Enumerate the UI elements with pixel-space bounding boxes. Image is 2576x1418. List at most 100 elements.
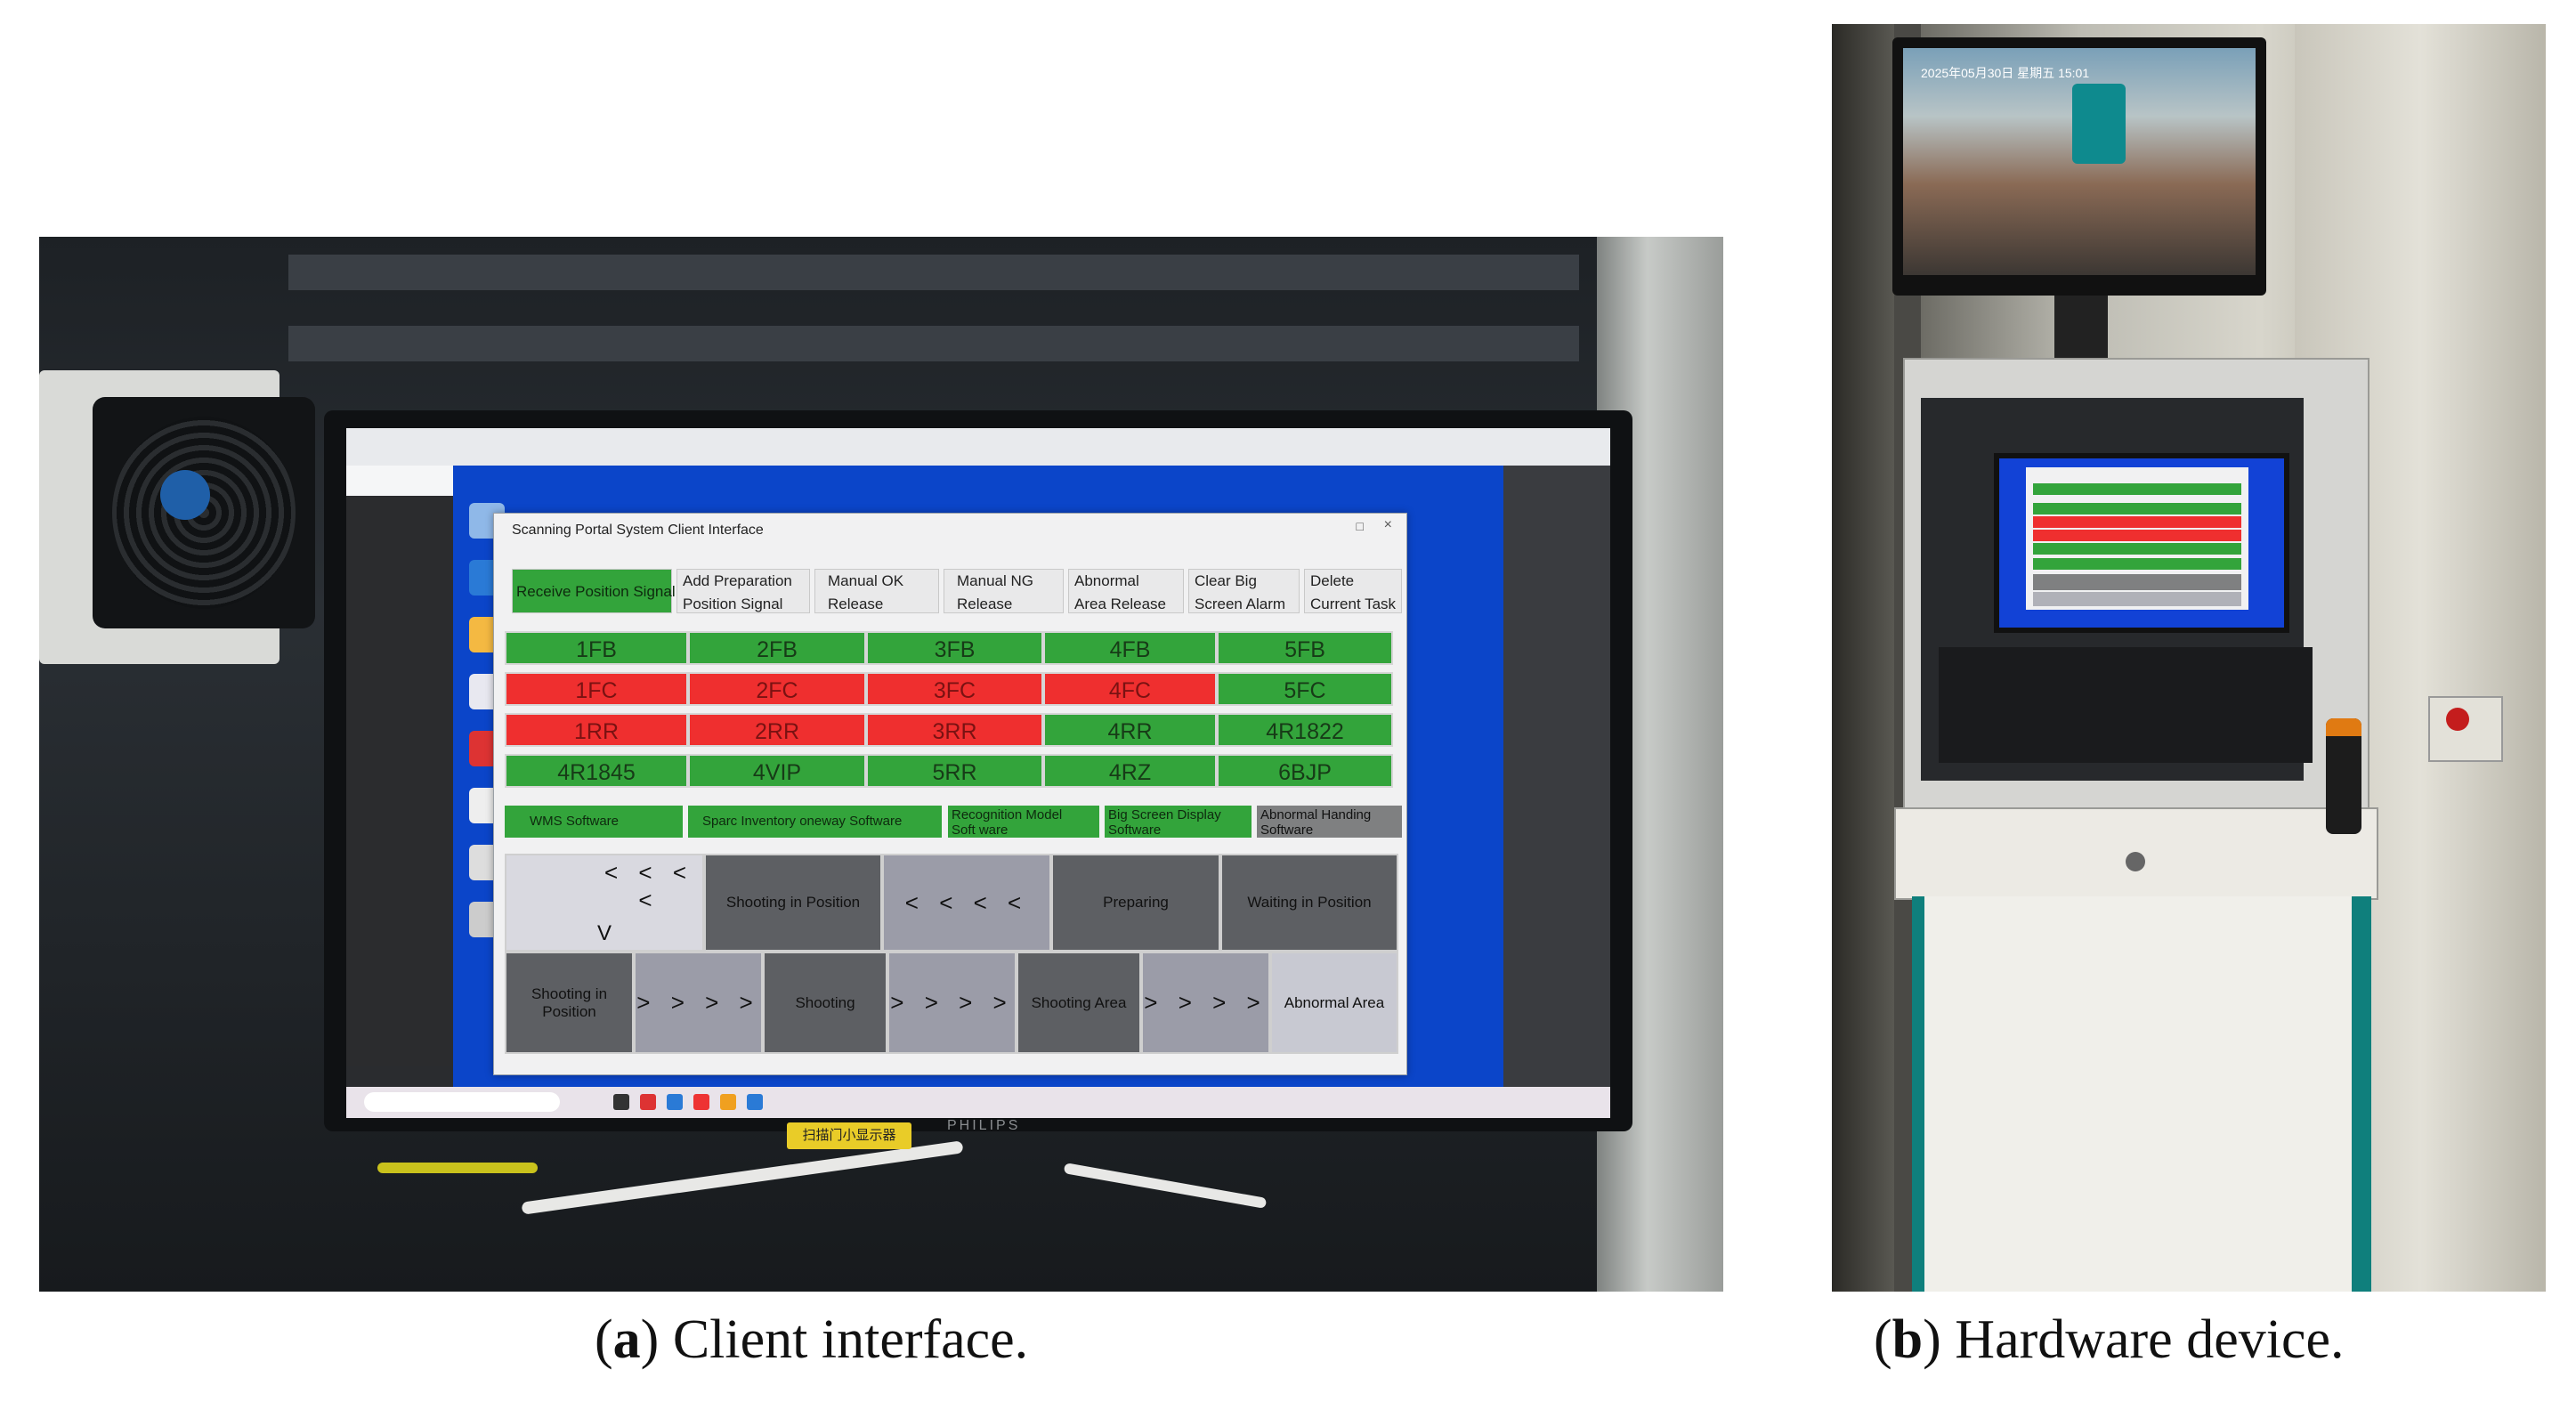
thumb-row <box>2033 574 2241 590</box>
button-label: Current Task <box>1310 596 1397 612</box>
client-app-window: Scanning Portal System Client Interface … <box>493 513 1407 1075</box>
receive-position-signal-button[interactable]: Receive Position Signal <box>512 569 676 613</box>
position-cell-4r1822: 4R1822 <box>1217 713 1393 747</box>
thumb-row <box>2033 558 2241 570</box>
fan-hub <box>160 470 210 520</box>
taskbar-app-icon[interactable] <box>693 1094 709 1110</box>
barcode-scanner <box>2326 718 2361 834</box>
caption-text: Client interface. <box>672 1309 1029 1370</box>
cabinet-lower-body <box>1912 896 2371 1292</box>
button-label: Manual OK <box>828 572 904 589</box>
position-cell-1fc: 1FC <box>505 672 688 706</box>
flow-arrow-left: < < < < V <box>505 854 704 952</box>
monitor-screen: Scanning Portal System Client Interface … <box>346 428 1610 1118</box>
position-cell-4rr: 4RR <box>1043 713 1217 747</box>
keyboard-shelf <box>1939 647 2313 763</box>
drawer-lock <box>2126 852 2145 871</box>
position-cell-6bjp: 6BJP <box>1217 754 1393 788</box>
caption-letter: a <box>612 1309 641 1370</box>
client-interface-photo: 扫描门小显示器 PHILIPS Scanning Portal System C… <box>39 237 1723 1292</box>
software-label: Software <box>1260 822 1314 838</box>
thumb-row <box>2033 483 2241 495</box>
flow-state-shooting-area: Shooting Area <box>1017 952 1141 1054</box>
taskbar-app-icon[interactable] <box>720 1094 736 1110</box>
browser-sidebar <box>346 496 453 1066</box>
button-label: Screen Alarm <box>1195 596 1286 612</box>
client-app-thumbnail <box>2026 467 2248 610</box>
caption-b: (b) Hardware device. <box>1874 1309 2345 1370</box>
flow-state-waiting-in-position: Waiting in Position <box>1220 854 1398 952</box>
software-label: Software <box>1108 822 1162 838</box>
position-cell-3fb: 3FB <box>866 631 1043 665</box>
arrow-text: < < < < <box>904 888 1029 916</box>
taskbar-app-icon[interactable] <box>640 1094 656 1110</box>
flow-state-label: Shooting <box>795 993 855 1011</box>
windows-taskbar <box>346 1087 1610 1118</box>
software-status-sparc-inventory: Sparc Inventory oneway Software <box>688 806 942 838</box>
minimize-icon[interactable]: □ <box>1356 519 1364 533</box>
position-cell-4fc: 4FC <box>1043 672 1217 706</box>
delete-current-task-button[interactable]: Delete Current Task <box>1304 569 1402 613</box>
edge-icon[interactable] <box>747 1094 763 1110</box>
taskbar-search-input[interactable] <box>364 1092 560 1112</box>
position-cell-1rr: 1RR <box>505 713 688 747</box>
clear-big-screen-alarm-button[interactable]: Clear Big Screen Alarm <box>1188 569 1300 613</box>
arrow-text: > > > > <box>1144 989 1268 1016</box>
fan-grill <box>112 417 296 609</box>
manual-ng-release-button[interactable]: Manual NG Release <box>944 569 1064 613</box>
cable <box>377 1163 538 1173</box>
caption-a: (a) Client interface. <box>595 1309 1029 1370</box>
manual-ok-release-button[interactable]: Manual OK Release <box>814 569 939 613</box>
software-status-big-screen-display: Big Screen Display Software <box>1105 806 1252 838</box>
button-label: Receive Position Signal <box>516 583 676 600</box>
software-label: Recognition Model <box>952 807 1063 822</box>
arrow-text: < < < < <box>604 859 693 913</box>
position-cell-2fb: 2FB <box>688 631 866 665</box>
abnormal-area-release-button[interactable]: Abnormal Area Release <box>1068 569 1184 613</box>
flow-arrow-right: > > > > <box>887 952 1017 1054</box>
thumb-row <box>2033 543 2241 555</box>
arrow-text: > > > > <box>890 989 1014 1016</box>
forklift <box>2072 84 2126 164</box>
cable <box>1063 1163 1268 1209</box>
browser-tab-bar <box>346 428 1610 466</box>
position-cell-2rr: 2RR <box>688 713 866 747</box>
position-cell-3fc: 3FC <box>866 672 1043 706</box>
arrow-down-text: V <box>596 921 612 945</box>
camera-overlay-text: 2025年05月30日 星期五 15:01 <box>1921 66 2090 80</box>
cooling-fan <box>93 397 315 628</box>
add-preparation-position-signal-button[interactable]: Add Preparation Position Signal <box>676 569 810 613</box>
button-label: Abnormal <box>1074 572 1139 589</box>
software-label: Soft ware <box>952 822 1009 838</box>
flow-arrow-right: > > > > <box>634 952 763 1054</box>
flow-state-label: Shooting Area <box>1031 993 1127 1011</box>
taskbar-app-icon[interactable] <box>667 1094 683 1110</box>
software-label: Big Screen Display <box>1108 807 1221 822</box>
flow-state-label: Shooting in Position <box>725 894 861 911</box>
software-status-wms: WMS Software <box>505 806 683 838</box>
taskbar-app-icon[interactable] <box>613 1094 629 1110</box>
position-cell-5fc: 5FC <box>1217 672 1393 706</box>
flow-state-label: Shooting in Position <box>531 984 608 1020</box>
button-label: Delete <box>1310 572 1355 589</box>
flow-state-shooting: Shooting <box>763 952 887 1054</box>
scanner-tip <box>2326 718 2361 736</box>
close-icon[interactable]: × <box>1383 517 1392 532</box>
rack-rail <box>288 255 1579 290</box>
flow-state-abnormal-area: Abnormal Area <box>1270 952 1398 1054</box>
flow-arrow-right: > > > > <box>1141 952 1270 1054</box>
flow-state-preparing: Preparing <box>1051 854 1220 952</box>
flow-state-shooting-in-position: Shooting in Position <box>505 952 634 1054</box>
position-cell-4vip: 4VIP <box>688 754 866 788</box>
position-cell-4rz: 4RZ <box>1043 754 1217 788</box>
button-label: Release <box>828 596 884 612</box>
button-label: Release <box>957 596 1013 612</box>
rack-rail <box>288 326 1579 361</box>
software-label: WMS Software <box>530 814 620 829</box>
hardware-device-photo: 2025年05月30日 星期五 15:01 <box>1832 24 2546 1292</box>
client-display <box>1994 453 2289 633</box>
thumb-row <box>2033 516 2241 528</box>
software-status-recognition-model: Recognition Model Soft ware <box>948 806 1099 838</box>
position-cell-4fb: 4FB <box>1043 631 1217 665</box>
position-cell-1fb: 1FB <box>505 631 688 665</box>
